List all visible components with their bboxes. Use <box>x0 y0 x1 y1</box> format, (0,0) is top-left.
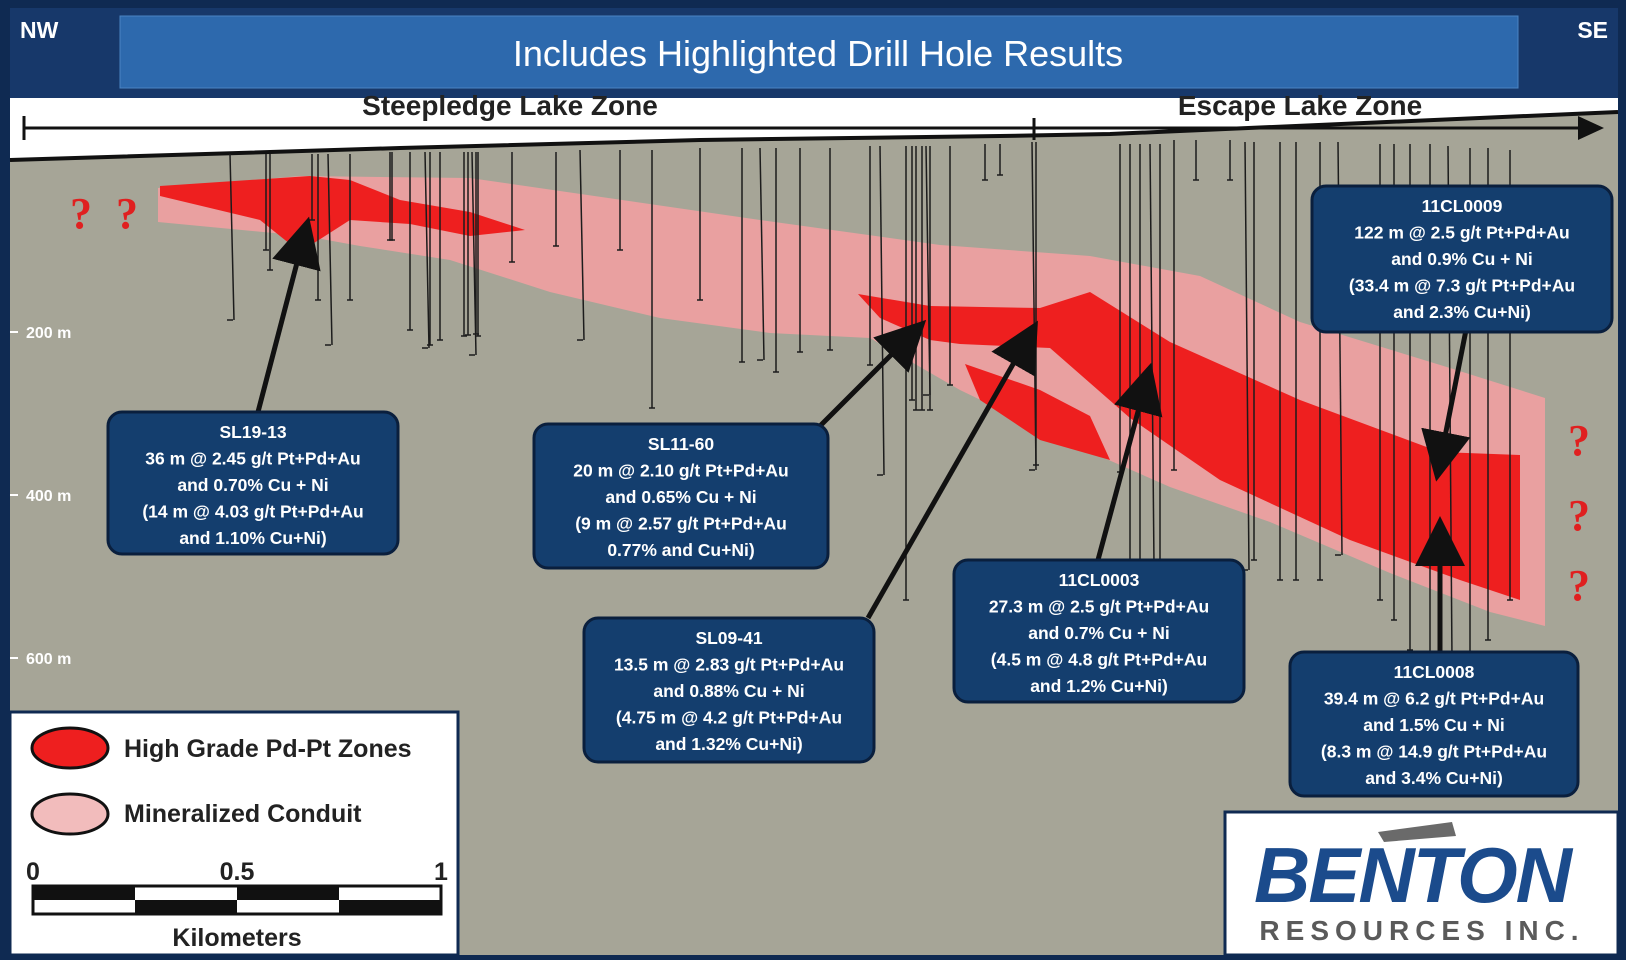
callout-result-line: and 1.10% Cu+Ni) <box>179 528 326 548</box>
drill-hole <box>1149 143 1155 566</box>
drill-hole <box>759 147 765 361</box>
callout-result-line: 39.4 m @ 6.2 g/t Pt+Pd+Au <box>1324 689 1544 709</box>
banner-title: Includes Highlighted Drill Hole Results <box>513 33 1123 74</box>
callout-hole-id: 11CL0008 <box>1394 662 1475 682</box>
scale-label-unit: Kilometers <box>172 924 301 952</box>
callout-result-line: and 3.4% Cu+Ni) <box>1365 768 1503 788</box>
depth-label-600: 600 m <box>26 651 71 668</box>
drill-hole <box>424 151 430 349</box>
callout-result-line: and 2.3% Cu+Ni) <box>1393 302 1531 322</box>
callout-hole-id: SL09-41 <box>695 628 762 648</box>
high-grade-zone-1 <box>160 176 525 252</box>
callout-box <box>106 410 400 556</box>
callout-box <box>1288 650 1580 798</box>
scale-label-mid: 0.5 <box>220 858 255 886</box>
callout-result-line: (4.5 m @ 4.8 g/t Pt+Pd+Au <box>991 650 1207 670</box>
question-mark-se-2: ? <box>1568 491 1590 540</box>
surface-line <box>9 110 1619 162</box>
legend: High Grade Pd-Pt Zones Mineralized Condu… <box>8 710 460 957</box>
question-mark-nw-1: ? <box>70 189 92 238</box>
depth-axis: 200 m 400 m 600 m <box>10 325 71 668</box>
callout-result-line: (14 m @ 4.03 g/t Pt+Pd+Au <box>142 502 363 522</box>
callout-11cl0008: 11CL0008 39.4 m @ 6.2 g/t Pt+Pd+Au and 1.5… <box>1288 650 1580 798</box>
callout-sl11-60: SL11-60 20 m @ 2.10 g/t Pt+Pd+Au and 0.65%… <box>532 422 830 570</box>
legend-label-high-grade: High Grade Pd-Pt Zones <box>124 735 412 763</box>
depth-label-200: 200 m <box>26 325 71 342</box>
callout-hole-id: 11CL0009 <box>1422 196 1503 216</box>
callout-result-line: and 1.5% Cu + Ni <box>1363 715 1505 735</box>
callout-result-line: and 0.65% Cu + Ni <box>605 487 756 507</box>
callout-result-line: (4.75 m @ 4.2 g/t Pt+Pd+Au <box>616 708 842 728</box>
callout-result-line: 13.5 m @ 2.83 g/t Pt+Pd+Au <box>614 655 844 675</box>
legend-swatch-conduit <box>30 792 110 836</box>
logo-name: BENTON <box>1254 831 1574 919</box>
callout-box <box>952 558 1246 704</box>
arrow-sl19-13 <box>255 216 321 413</box>
mineralized-conduit <box>158 176 1545 626</box>
drill-hole <box>327 153 333 346</box>
callout-11cl0009: 11CL0009 122 m @ 2.5 g/t Pt+Pd+Au and 0.9%… <box>1310 184 1614 334</box>
legend-label-conduit: Mineralized Conduit <box>124 800 362 828</box>
drill-hole <box>229 153 235 321</box>
callout-result-line: (9 m @ 2.57 g/t Pt+Pd+Au <box>575 514 787 534</box>
arrow-sl11-60 <box>818 319 927 428</box>
callout-arrows <box>255 216 1471 652</box>
callout-result-line: and 0.70% Cu + Ni <box>177 475 328 495</box>
callout-result-line: 20 m @ 2.10 g/t Pt+Pd+Au <box>573 461 788 481</box>
arrow-11cl0003 <box>1095 362 1163 561</box>
zone-scale-bar: Steepledge Lake Zone Escape Lake Zone <box>22 90 1604 140</box>
callout-hole-id: SL19-13 <box>219 422 286 442</box>
callout-sl19-13: SL19-13 36 m @ 2.45 g/t Pt+Pd+Au and 0.70%… <box>106 410 400 556</box>
callout-result-line: and 0.88% Cu + Ni <box>653 681 804 701</box>
callout-result-line: (33.4 m @ 7.3 g/t Pt+Pd+Au <box>1349 276 1575 296</box>
callout-box <box>582 616 876 764</box>
drill-hole <box>579 149 585 341</box>
zone-label-escape: Escape Lake Zone <box>1178 90 1422 121</box>
compass-nw: NW <box>20 17 59 43</box>
compass-se: SE <box>1577 17 1608 43</box>
high-grade-zone-2 <box>858 292 1520 600</box>
callout-sl09-41: SL09-41 13.5 m @ 2.83 g/t Pt+Pd+Au and 0.8… <box>582 616 876 764</box>
callout-result-line: and 1.32% Cu+Ni) <box>655 734 802 754</box>
callout-result-line: 122 m @ 2.5 g/t Pt+Pd+Au <box>1354 223 1569 243</box>
callout-result-line: 0.77% and Cu+Ni) <box>607 540 754 560</box>
callout-11cl0003: 11CL0003 27.3 m @ 2.5 g/t Pt+Pd+Au and 0.7… <box>952 558 1246 704</box>
callout-result-line: and 0.9% Cu + Ni <box>1391 249 1533 269</box>
question-mark-se-1: ? <box>1568 416 1590 465</box>
callout-result-line: and 0.7% Cu + Ni <box>1028 623 1170 643</box>
zone-label-steepledge: Steepledge Lake Zone <box>362 90 658 121</box>
question-mark-se-3: ? <box>1568 561 1590 610</box>
depth-label-400: 400 m <box>26 488 71 505</box>
callout-hole-id: SL11-60 <box>648 434 714 454</box>
title-banner <box>119 15 1519 89</box>
scale-label-0: 0 <box>26 858 40 886</box>
callout-box <box>1310 184 1614 334</box>
legend-swatch-high-grade <box>30 726 110 770</box>
arrow-11cl0009 <box>1421 329 1471 482</box>
benton-logo: BENTON RESOURCES INC. <box>1223 810 1620 957</box>
drill-hole <box>1244 141 1250 571</box>
logo-subtitle: RESOURCES INC. <box>1259 915 1584 946</box>
callout-result-line: 27.3 m @ 2.5 g/t Pt+Pd+Au <box>989 597 1209 617</box>
callout-box <box>532 422 830 570</box>
scale-bar: 0 0.5 1 Kilometers <box>26 858 448 952</box>
scale-label-end: 1 <box>434 858 448 886</box>
callout-result-line: 36 m @ 2.45 g/t Pt+Pd+Au <box>145 449 360 469</box>
question-mark-nw-2: ? <box>116 189 138 238</box>
drill-hole <box>879 145 885 476</box>
arrow-sl09-41 <box>865 320 1038 620</box>
callout-result-line: (8.3 m @ 14.9 g/t Pt+Pd+Au <box>1321 742 1547 762</box>
callout-hole-id: 11CL0003 <box>1059 570 1140 590</box>
callout-result-line: and 1.2% Cu+Ni) <box>1030 676 1168 696</box>
